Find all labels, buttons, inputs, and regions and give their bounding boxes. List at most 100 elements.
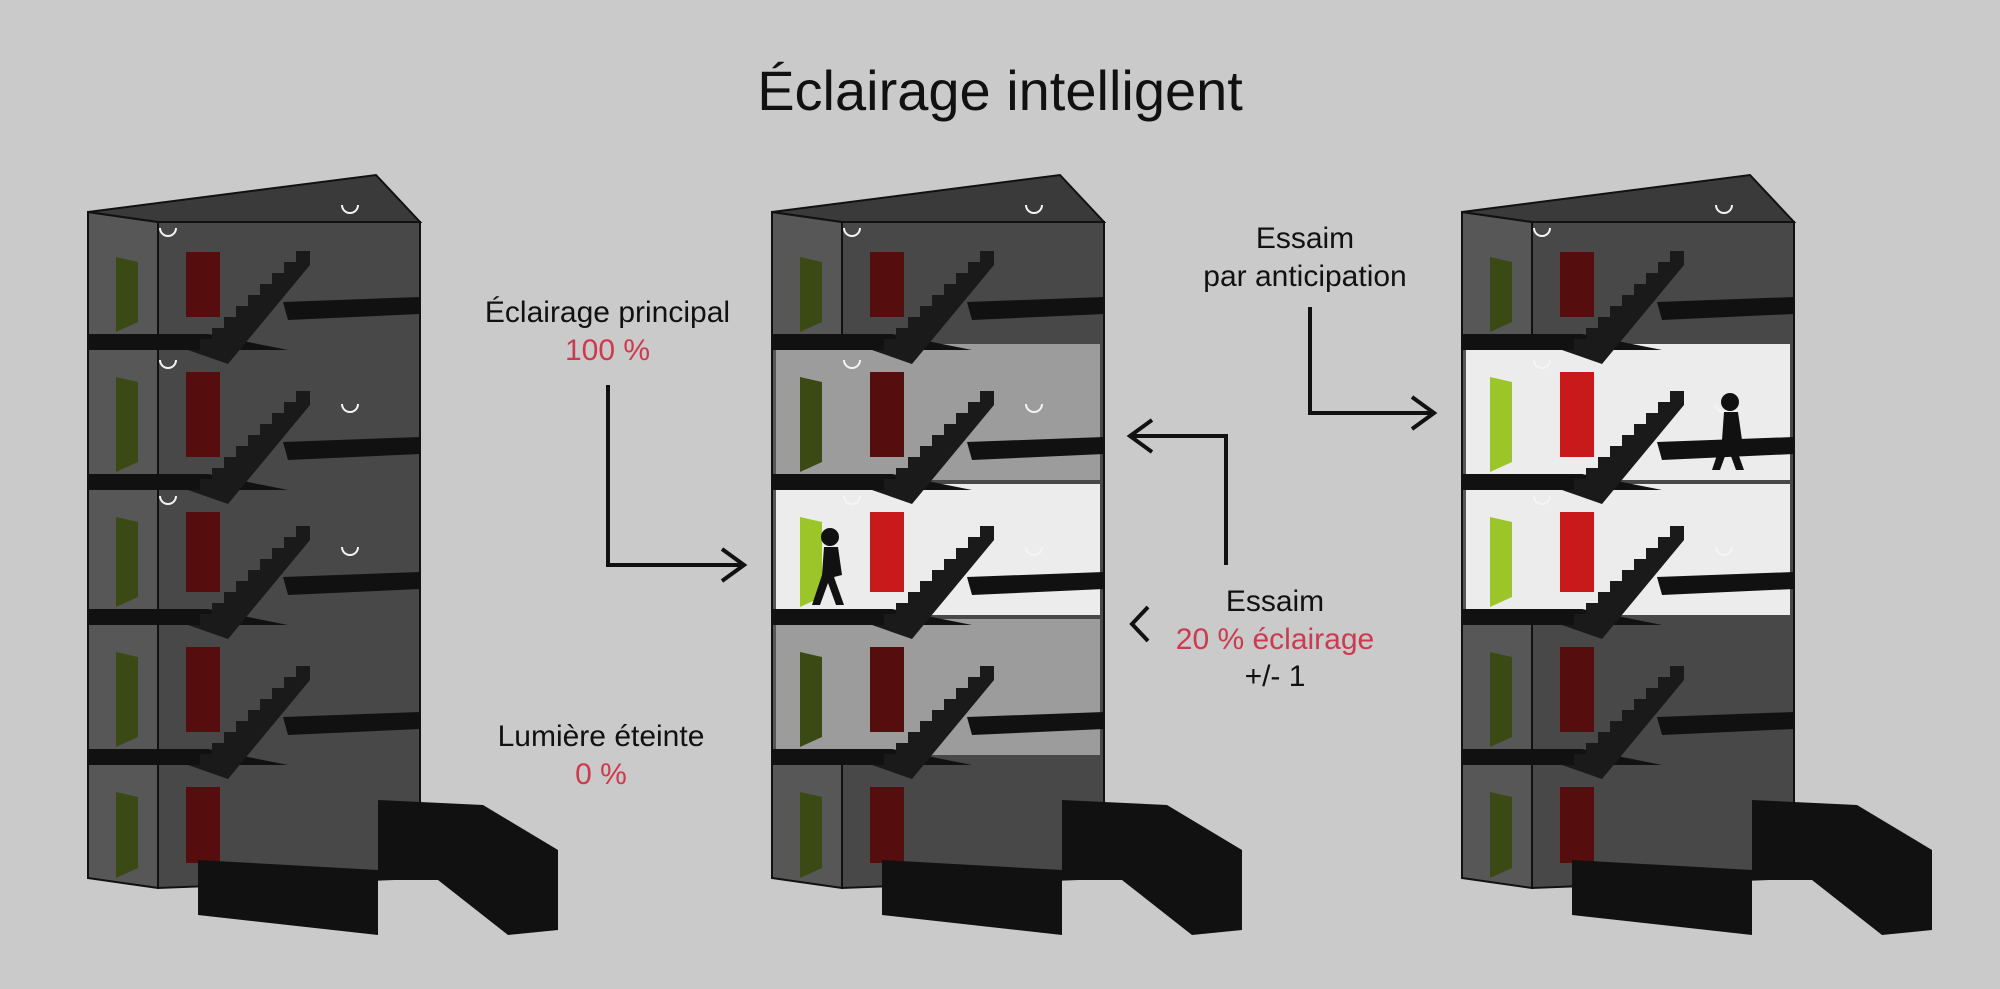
- label-swarm-text: Essaim: [1225, 585, 1325, 618]
- door-red-1: [1560, 252, 1594, 317]
- door-red-3: [186, 512, 220, 592]
- person-icon: [1712, 412, 1744, 470]
- roof: [1461, 173, 1797, 223]
- ceiling-lamp-6: [1715, 546, 1733, 556]
- basement-stairs: [1752, 800, 1932, 935]
- arrow-swarm-up: [1126, 418, 1228, 565]
- door-red-4: [870, 647, 904, 732]
- door-red-5: [186, 787, 220, 863]
- stairs-4: [188, 666, 310, 779]
- stairs-2: [872, 391, 994, 504]
- door-green-5: [116, 792, 138, 878]
- door-green-1: [1490, 257, 1512, 332]
- roof: [771, 173, 1107, 223]
- arrow-anticipation: [1308, 307, 1438, 431]
- ceiling-lamp-5: [159, 495, 177, 505]
- arrow-main-lighting: [606, 385, 748, 583]
- ceiling-lamp-2: [341, 204, 359, 214]
- label-anticipation-sub: par anticipation: [1203, 259, 1407, 293]
- door-green-4: [116, 652, 138, 747]
- ceiling-lamp-1: [1533, 227, 1551, 237]
- label-swarm-value: 20 % éclairage: [1175, 622, 1375, 656]
- ceiling-lamp-1: [843, 227, 861, 237]
- ground-slab: [882, 860, 1062, 935]
- ceiling-lamp-4: [341, 403, 359, 413]
- ceiling-lamp-4: [1025, 403, 1043, 413]
- floor-slab-right-2: [967, 437, 1104, 460]
- stairs-1: [188, 251, 310, 364]
- ceiling-lamp-3: [159, 359, 177, 369]
- door-green-2: [1490, 377, 1512, 472]
- stairs-2: [188, 391, 310, 504]
- ceiling-lamp-2: [1715, 204, 1733, 214]
- ceiling-lamp-5: [843, 495, 861, 505]
- ceiling-lamp-3: [843, 359, 861, 369]
- floor-slab-right-3: [1657, 572, 1794, 595]
- building-anticipation: [1461, 173, 1932, 935]
- stairs-1: [872, 251, 994, 364]
- stairs-3: [872, 526, 994, 639]
- door-red-1: [870, 252, 904, 317]
- door-green-3: [800, 517, 822, 607]
- floor-slab-right-1: [1657, 297, 1794, 320]
- person-icon: [812, 547, 844, 605]
- roof: [87, 173, 423, 223]
- label-light-off: Lumière éteinte 0 %: [440, 718, 762, 793]
- floor-slab-right-3: [283, 572, 420, 595]
- person-head: [1721, 393, 1739, 411]
- ground-slab: [1572, 860, 1752, 935]
- floor-slab-right-4: [283, 712, 420, 735]
- door-red-3: [1560, 512, 1594, 592]
- door-red-5: [870, 787, 904, 863]
- door-red-4: [186, 647, 220, 732]
- arrows: [606, 307, 1438, 643]
- floor-slab-right-1: [967, 297, 1104, 320]
- door-green-2: [800, 377, 822, 472]
- ceiling-lamp-3: [1533, 359, 1551, 369]
- door-red-2: [186, 372, 220, 457]
- ground-slab: [198, 860, 378, 935]
- door-green-2: [116, 377, 138, 472]
- stairs-3: [188, 526, 310, 639]
- person-head: [821, 528, 839, 546]
- door-red-5: [1560, 787, 1594, 863]
- building-person-present: [771, 173, 1242, 935]
- floor-slab-right-4: [1657, 712, 1794, 735]
- label-main-lighting: Éclairage principal 100 %: [430, 294, 785, 369]
- door-red-2: [1560, 372, 1594, 457]
- basement-stairs: [378, 800, 558, 935]
- door-red-3: [870, 512, 904, 592]
- door-green-1: [116, 257, 138, 332]
- door-green-3: [116, 517, 138, 607]
- basement-stairs: [1062, 800, 1242, 935]
- ceiling-lamp-1: [159, 227, 177, 237]
- label-main-lighting-value: 100 %: [564, 333, 651, 367]
- door-red-4: [1560, 647, 1594, 732]
- door-green-5: [1490, 792, 1512, 878]
- floor-slab-right-1: [283, 297, 420, 320]
- label-main-lighting-text: Éclairage principal: [484, 296, 731, 329]
- stairs-1: [1562, 251, 1684, 364]
- door-green-1: [800, 257, 822, 332]
- stairs-4: [872, 666, 994, 779]
- arrow-swarm-down: [1129, 605, 1150, 643]
- building-all-off: [87, 173, 558, 935]
- diagram-title: Éclairage intelligent: [757, 59, 1243, 122]
- ceiling-lamp-2: [1025, 204, 1043, 214]
- door-red-2: [870, 372, 904, 457]
- ceiling-lamp-6: [1025, 546, 1043, 556]
- stairs-3: [1562, 526, 1684, 639]
- door-green-3: [1490, 517, 1512, 607]
- door-green-5: [800, 792, 822, 878]
- label-anticipation: Essaim par anticipation: [1155, 220, 1455, 295]
- label-anticipation-text: Essaim: [1255, 222, 1355, 255]
- floor-slab-right-3: [967, 572, 1104, 595]
- ceiling-lamp-6: [341, 546, 359, 556]
- door-green-4: [800, 652, 822, 747]
- door-green-4: [1490, 652, 1512, 747]
- ceiling-lamp-5: [1533, 495, 1551, 505]
- floor-slab-right-4: [967, 712, 1104, 735]
- label-swarm-range: +/- 1: [1244, 660, 1306, 693]
- stairs-4: [1562, 666, 1684, 779]
